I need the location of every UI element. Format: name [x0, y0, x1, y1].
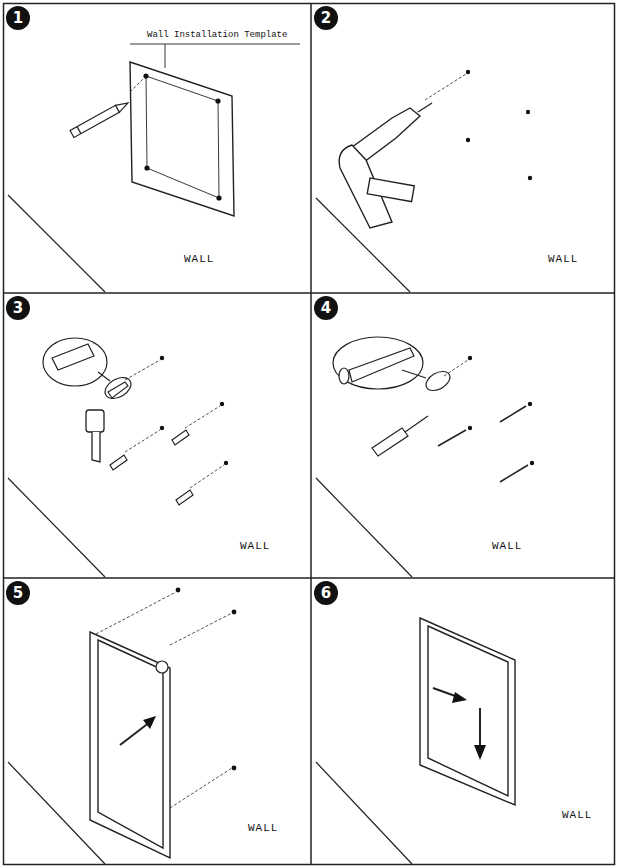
wall-label: WALL: [492, 540, 522, 552]
wall-label: WALL: [548, 253, 578, 265]
callout-number: 4: [321, 299, 331, 317]
callout-number: 5: [13, 584, 23, 602]
callout-number: 2: [321, 9, 331, 27]
callout-number: 1: [13, 9, 23, 27]
wall-label: WALL: [248, 822, 278, 834]
wall-label: WALL: [184, 253, 214, 265]
part-label: Wall Installation Template: [146, 30, 288, 40]
wall-label: WALL: [240, 540, 270, 552]
wall-label: WALL: [562, 809, 592, 821]
callout-number: 6: [321, 584, 331, 602]
callout-number: 3: [13, 299, 23, 317]
